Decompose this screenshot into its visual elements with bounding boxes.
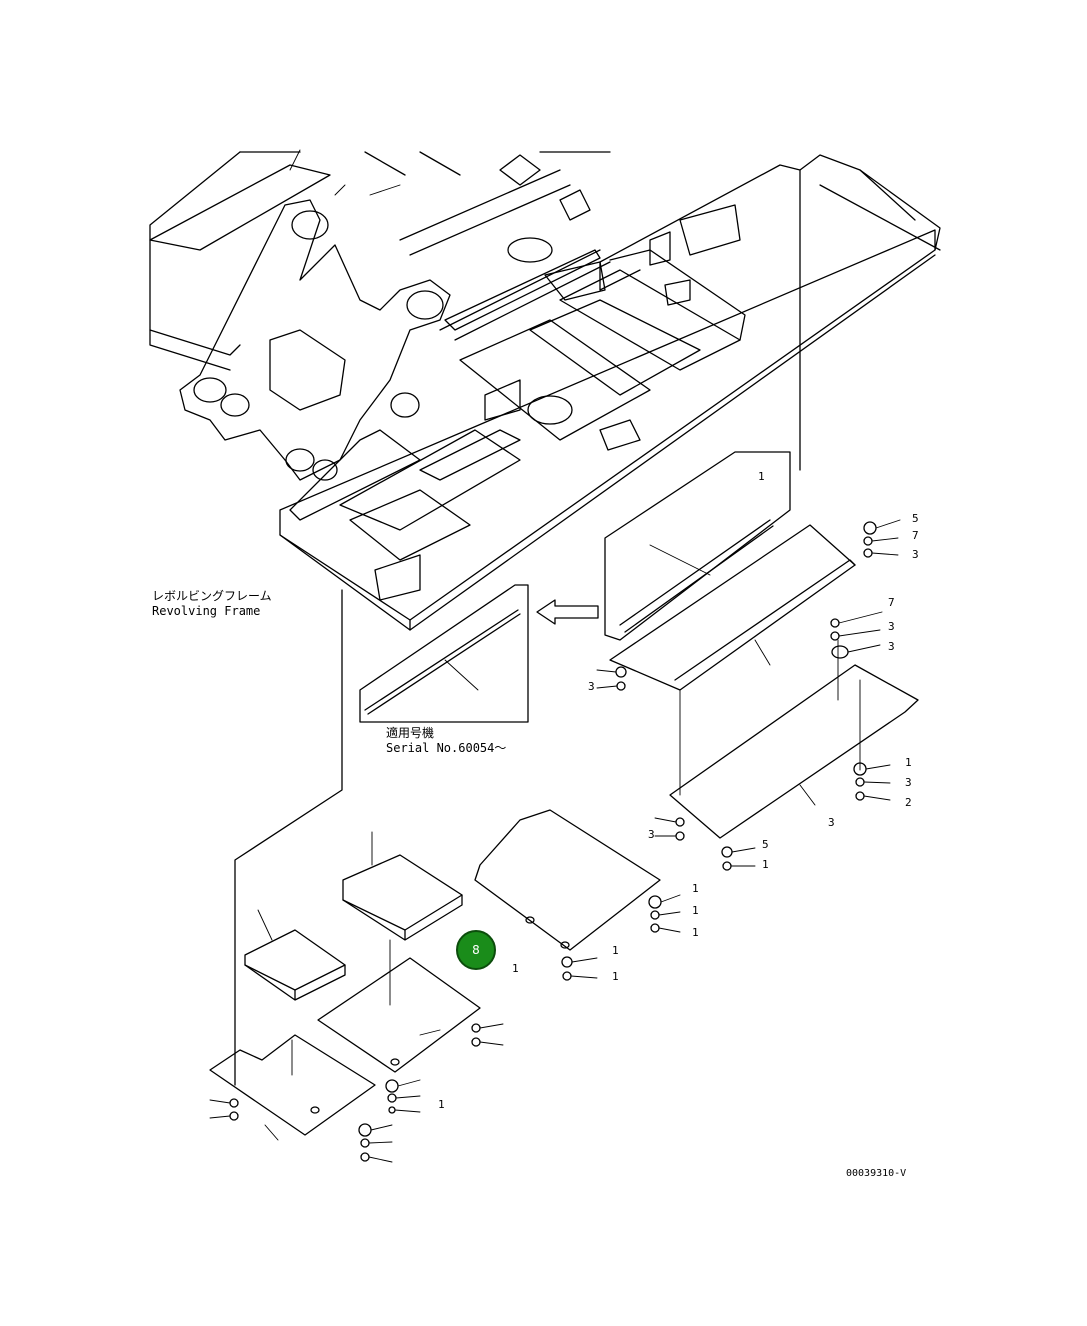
part-number: 1 [758, 470, 765, 483]
revolving-frame [149, 149, 941, 631]
part-number: 1 [512, 962, 519, 975]
fasteners [209, 519, 901, 1163]
part-number: 2 [905, 796, 912, 809]
lower-cover-assembly [209, 589, 481, 1141]
drawing-number: 00039310-V [846, 1168, 907, 1179]
part-number: 1 [692, 926, 699, 939]
part-number: 1 [438, 1098, 445, 1111]
part-number: 7 [912, 529, 919, 542]
part-number: 1 [692, 904, 699, 917]
part-number: 3 [588, 680, 595, 693]
part-number: 5 [912, 512, 919, 525]
part-number: 3 [905, 776, 912, 789]
part-number: 1 [905, 756, 912, 769]
part-number: 3 [912, 548, 919, 561]
rear-cover-assembly [474, 451, 919, 951]
revolving-frame-label-jp: レボルビングフレーム [152, 589, 272, 603]
part-number: 1 [762, 858, 769, 871]
part-number: 1 [692, 882, 699, 895]
revolving-frame-label-en: Revolving Frame [152, 604, 261, 618]
part-number: 7 [888, 596, 895, 609]
part-callout-8[interactable]: 8 [456, 930, 496, 970]
part-number: 3 [648, 828, 655, 841]
part-number: 3 [828, 816, 835, 829]
part-number: 1 [612, 970, 619, 983]
left-arrow-icon [536, 599, 599, 625]
part-number: 5 [762, 838, 769, 851]
part-number: 3 [888, 620, 895, 633]
serial-label-jp: 適用号機 [386, 726, 435, 740]
serial-detail-inset [359, 584, 599, 723]
part-number: 1 [612, 944, 619, 957]
serial-label-en: Serial No.60054～ [386, 741, 507, 755]
part-number: 3 [888, 640, 895, 653]
